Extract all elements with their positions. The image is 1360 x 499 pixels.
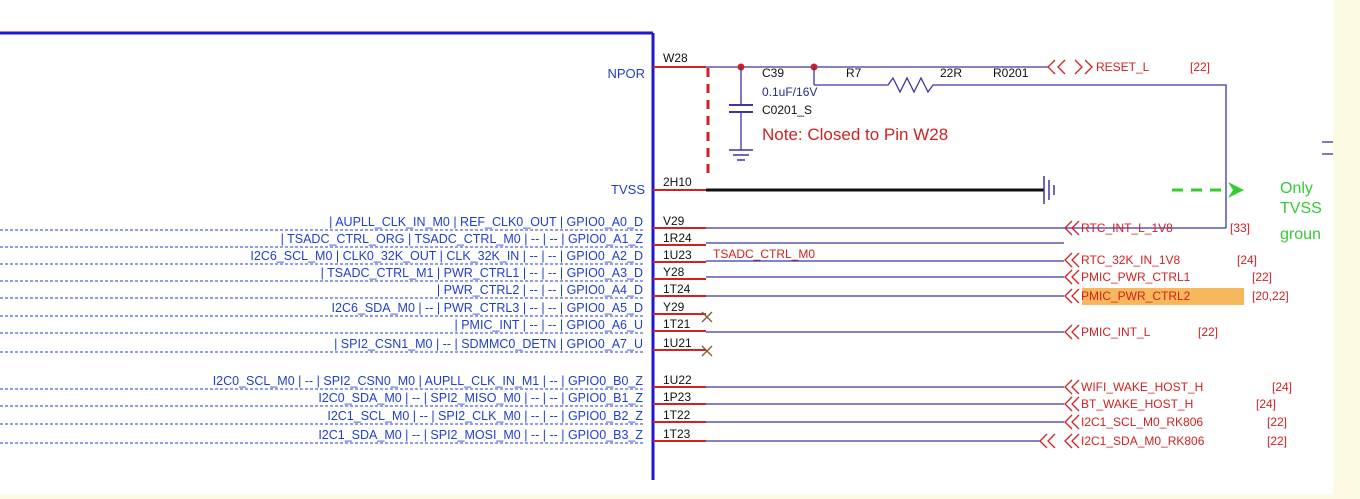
offpage-port-name: RTC_32K_IN_1V8 <box>1081 253 1180 267</box>
sheet-margin <box>1333 0 1360 494</box>
port-connectors: RTC_INT_L_1V8 [33] RTC_32K_IN_1V8 [24] PMIC_… <box>1039 220 1292 449</box>
gpio-function-label: | PWR_CTRL2 | -- | -- | GPIO0_A4_D <box>437 283 643 297</box>
no-connect-marker <box>701 311 713 323</box>
gpio-function-label: | TSADC_CTRL_M1 | PWR_CTRL1 | -- | -- | … <box>321 266 643 280</box>
offpage-port-name: RTC_INT_L_1V8 <box>1081 221 1173 235</box>
offpage-connector <box>1064 324 1080 340</box>
gpio-net-label: TSADC_CTRL_M0 <box>713 247 815 261</box>
res-value: 22R <box>940 66 962 80</box>
offpage-connector <box>1064 220 1080 236</box>
side-note-line-2: TVSS <box>1280 200 1322 217</box>
offpage-port-name: PMIC_INT_L <box>1081 325 1151 339</box>
gpio-function-label: I2C1_SDA_M0 | -- | SPI2_MOSI_M0 | -- | -… <box>318 428 643 442</box>
offpage-connector <box>1064 252 1080 268</box>
offpage-port-ref: [33] <box>1230 221 1250 235</box>
gpio-pin-number: 1T21 <box>663 317 691 331</box>
gpio-function-label: I2C0_SCL_M0 | -- | SPI2_CSN0_M0 | AUPLL_… <box>213 374 644 388</box>
offpage-connector <box>1064 414 1080 430</box>
offpage-port-name: PMIC_PWR_CTRL2 <box>1081 289 1191 303</box>
resistor-r7-zigzag <box>814 76 1227 228</box>
offpage-port-ref: [22] <box>1252 270 1272 284</box>
no-connect-marker <box>701 345 713 357</box>
offpage-connector-reset <box>1047 59 1093 75</box>
offpage-port-ref: [22] <box>1267 415 1287 429</box>
offpage-port-name: PMIC_PWR_CTRL1 <box>1081 270 1191 284</box>
offpage-port-name: BT_WAKE_HOST_H <box>1081 397 1193 411</box>
res-footprint: R0201 <box>993 66 1029 80</box>
gpio-function-label: I2C1_SCL_M0 | -- | SPI2_CLK_M0 | -- | --… <box>327 409 643 423</box>
offpage-port-ref: [24] <box>1256 397 1276 411</box>
offpage-connector <box>1064 269 1080 285</box>
gpio-function-label: | AUPLL_CLK_IN_M0 | REF_CLK0_OUT | GPIO0… <box>329 215 643 229</box>
pin-label-npor: NPOR <box>607 66 645 81</box>
gpio-pin-number: 1T24 <box>663 282 691 296</box>
pin-label-tvss: TVSS <box>611 182 645 197</box>
cap-value: 0.1uF/16V <box>762 85 817 99</box>
offpage-port-ref: [24] <box>1237 253 1257 267</box>
port-name-reset: RESET_L <box>1096 60 1150 74</box>
offpage-port-name: I2C1_SDA_M0_RK806 <box>1081 434 1205 448</box>
note-arrow-head <box>1228 182 1244 198</box>
gpio-function-label: | PMIC_INT | -- | -- | GPIO0_A6_U <box>455 318 644 332</box>
port-ref-reset: [22] <box>1190 60 1210 74</box>
offpage-port-ref: [22] <box>1198 325 1218 339</box>
offpage-port-ref: [22] <box>1267 434 1287 448</box>
offpage-port-ref: [24] <box>1272 380 1292 394</box>
pin-number-tvss: 2H10 <box>663 175 692 189</box>
gpio-pin-number: 1T22 <box>663 408 691 422</box>
cap-footprint: C0201_S <box>762 103 812 117</box>
res-ref: R7 <box>846 66 862 80</box>
placement-note: Note: Closed to Pin W28 <box>762 125 948 144</box>
gpio-pin-number: 1R24 <box>663 231 692 245</box>
offpage-connector <box>1064 379 1080 395</box>
offpage-connector <box>1064 396 1080 412</box>
offpage-port-name: I2C1_SCL_M0_RK806 <box>1081 415 1203 429</box>
gpio-pin-number: 1P23 <box>663 390 691 404</box>
pin-number-npor: W28 <box>663 51 688 65</box>
offpage-port-name: WIFI_WAKE_HOST_H <box>1081 380 1203 394</box>
side-note-line-3: groun <box>1280 226 1321 243</box>
gpio-function-label: I2C6_SCL_M0 | CLK0_32K_OUT | CLK_32K_IN … <box>250 249 643 263</box>
gpio-rows: | AUPLL_CLK_IN_M0 | REF_CLK0_OUT | GPIO0… <box>0 214 815 444</box>
gpio-pin-number: Y29 <box>663 300 685 314</box>
side-note-line-1: Only <box>1280 180 1313 197</box>
offpage-connector <box>1064 288 1080 304</box>
gpio-pin-number: V29 <box>663 214 685 228</box>
offpage-connector <box>1039 433 1080 449</box>
cap-ref: C39 <box>762 66 784 80</box>
gpio-function-label: I2C6_SDA_M0 | -- | PWR_CTRL3 | -- | -- |… <box>332 301 643 315</box>
gpio-function-label: | SPI2_CSN1_M0 | -- | SDMMC0_DETN | GPIO… <box>334 337 643 351</box>
gpio-function-label: I2C0_SDA_M0 | -- | SPI2_MISO_M0 | -- | -… <box>318 391 643 405</box>
gpio-pin-number: 1U22 <box>663 373 692 387</box>
gpio-pin-number: 1U21 <box>663 336 692 350</box>
highlight-pmic-pwr-ctrl2 <box>1082 288 1244 305</box>
offpage-port-ref: [20,22] <box>1252 289 1289 303</box>
gpio-function-label: | TSADC_CTRL_ORG | TSADC_CTRL_M0 | -- | … <box>281 232 644 246</box>
gpio-pin-number: 1U23 <box>663 248 692 262</box>
gpio-pin-number: Y28 <box>663 265 685 279</box>
gpio-pin-number: 1T23 <box>663 427 691 441</box>
